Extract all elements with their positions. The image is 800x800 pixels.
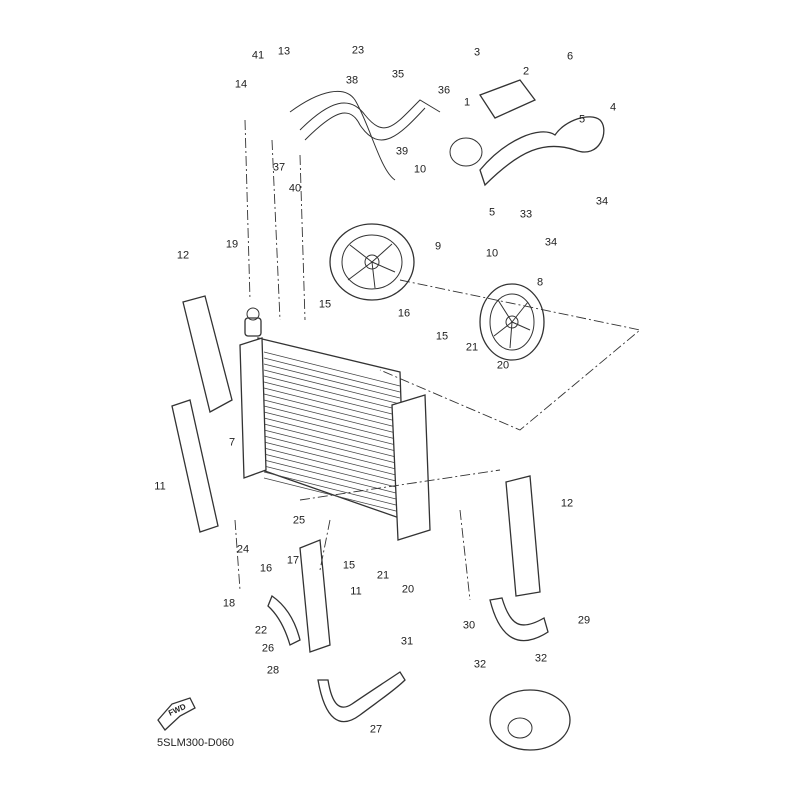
callout-part-21: 21	[376, 569, 390, 582]
radiator	[239, 307, 431, 541]
callout-part-10: 10	[413, 163, 427, 176]
fan-9	[329, 223, 415, 301]
radiator-fin	[263, 399, 401, 435]
radiator-fin	[263, 471, 401, 507]
radiator-fin	[263, 453, 401, 489]
callout-part-32: 32	[473, 658, 487, 671]
callout-part-30: 30	[462, 619, 476, 632]
callout-part-14: 14	[234, 78, 248, 91]
callout-part-20: 20	[496, 359, 510, 372]
callout-part-12: 12	[176, 249, 190, 262]
radiator-fin	[263, 393, 401, 429]
radiator-fin	[263, 351, 401, 387]
callout-part-31: 31	[400, 635, 414, 648]
callout-part-13: 13	[277, 45, 291, 58]
side-cover-12-left	[182, 295, 233, 413]
radiator-fin	[263, 363, 401, 399]
callout-part-40: 40	[288, 182, 302, 195]
callout-part-7: 7	[228, 436, 236, 449]
hose-17	[267, 595, 301, 646]
hose-4	[479, 116, 605, 187]
callout-part-15: 15	[342, 559, 356, 572]
hose-27	[317, 671, 406, 723]
radiator-fin	[263, 429, 401, 465]
callout-part-17: 17	[286, 554, 300, 567]
hose-29	[489, 597, 549, 642]
radiator-fin	[263, 369, 401, 405]
callout-part-28: 28	[266, 664, 280, 677]
callout-part-16: 16	[259, 562, 273, 575]
radiator-fin	[263, 411, 401, 447]
callout-part-6: 6	[566, 50, 574, 63]
hose-35-38	[289, 91, 441, 181]
drawing-code: 5SLM300-D060	[157, 737, 235, 749]
callout-part-8: 8	[536, 276, 544, 289]
callout-part-34: 34	[544, 236, 558, 249]
radiator-fin	[263, 375, 401, 411]
callout-part-11: 11	[350, 585, 362, 598]
callout-part-24: 24	[236, 543, 250, 556]
radiator-fin	[263, 381, 401, 417]
callout-part-26: 26	[261, 642, 275, 655]
fwd-arrow-icon: FWD	[157, 697, 196, 731]
callout-part-27: 27	[369, 723, 383, 736]
side-cover-11-lower	[299, 539, 331, 653]
callout-part-33: 33	[519, 208, 533, 221]
callout-part-36: 36	[437, 84, 451, 97]
assembly-lines	[234, 119, 642, 601]
callout-part-12: 12	[560, 497, 574, 510]
radiator-fin	[263, 423, 401, 459]
callout-part-34: 34	[595, 195, 609, 208]
callout-part-10: 10	[485, 247, 499, 260]
callout-part-22: 22	[254, 624, 268, 637]
callout-part-32: 32	[534, 652, 548, 665]
callout-part-1: 1	[463, 96, 471, 109]
callout-part-18: 18	[222, 597, 236, 610]
radiator-fin	[263, 465, 401, 501]
callout-part-4: 4	[609, 101, 617, 114]
callout-part-29: 29	[577, 614, 591, 627]
callout-part-23: 23	[351, 44, 365, 57]
callout-part-21: 21	[465, 341, 479, 354]
callout-part-16: 16	[397, 307, 411, 320]
radiator-fin	[263, 405, 401, 441]
side-cover-12-right	[505, 475, 541, 597]
callout-part-25: 25	[292, 514, 306, 527]
callout-part-15: 15	[435, 330, 449, 343]
callout-part-38: 38	[345, 74, 359, 87]
radiator-fin	[263, 447, 401, 483]
callout-part-19: 19	[225, 238, 239, 251]
fan-8	[479, 283, 545, 361]
callout-part-11: 11	[154, 480, 166, 493]
radiator-fin	[263, 417, 401, 453]
radiator-fin	[263, 441, 401, 477]
callout-part-37: 37	[272, 161, 286, 174]
thermostat-cover-2	[449, 79, 537, 167]
callout-part-20: 20	[401, 583, 415, 596]
callout-part-15: 15	[318, 298, 332, 311]
callout-part-39: 39	[395, 145, 409, 158]
side-cover-11-left	[171, 399, 219, 533]
callout-part-2: 2	[522, 65, 530, 78]
callout-part-9: 9	[434, 240, 442, 253]
radiator-fin	[263, 435, 401, 471]
callout-part-5: 5	[488, 206, 496, 219]
callout-part-35: 35	[391, 68, 405, 81]
callout-part-5: 5	[578, 113, 586, 126]
radiator-fin	[263, 387, 401, 423]
oil-cooler	[489, 689, 571, 751]
radiator-fin	[263, 357, 401, 393]
callout-part-41: 41	[251, 49, 265, 62]
callout-part-3: 3	[473, 46, 481, 59]
